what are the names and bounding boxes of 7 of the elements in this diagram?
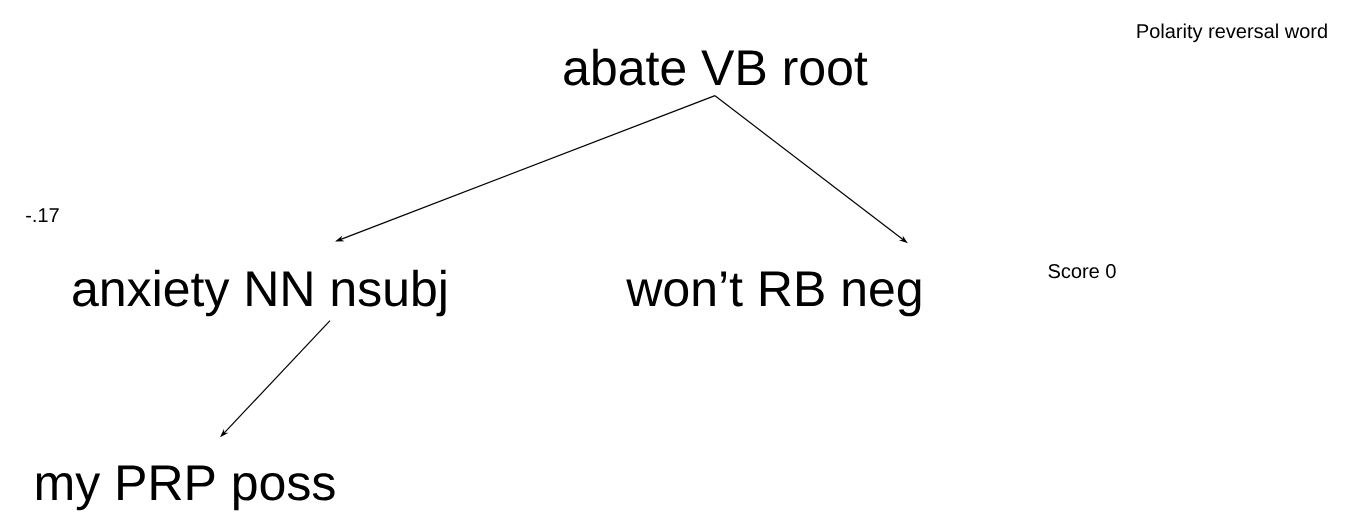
node-label: anxiety NN nsubj [73, 269, 446, 317]
node-label: my PRP poss [36, 465, 335, 511]
score-label: -.17 [26, 208, 59, 222]
node-label: won’t RB neg [626, 271, 921, 317]
note-label: Polarity reversal word [1137, 23, 1327, 43]
note-label: Score 0 [1048, 264, 1116, 279]
node-label: abate VB root [564, 48, 868, 86]
